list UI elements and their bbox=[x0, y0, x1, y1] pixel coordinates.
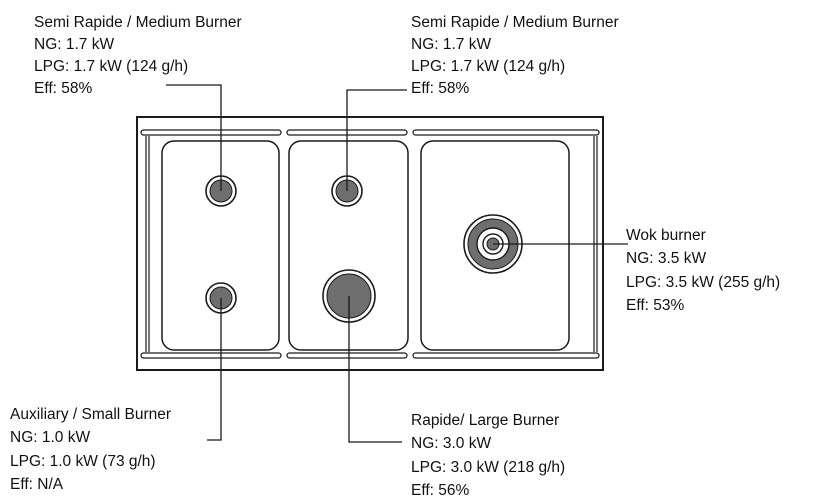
leader-auxiliary bbox=[207, 298, 222, 441]
wok-eff: Eff: 53% bbox=[626, 297, 685, 314]
auxiliary-eff: Eff: N/A bbox=[10, 476, 64, 493]
wok-title: Wok burner bbox=[626, 227, 706, 244]
leader-medium-left bbox=[166, 84, 222, 191]
medium-right-title: Semi Rapide / Medium Burner bbox=[411, 14, 619, 31]
medium-left-eff: Eff: 58% bbox=[34, 80, 93, 97]
top-rail bbox=[140, 129, 600, 136]
medium-right-ng: NG: 1.7 kW bbox=[411, 36, 491, 53]
rapid-lpg: LPG: 3.0 kW (218 g/h) bbox=[411, 459, 565, 476]
medium-right-lpg: LPG: 1.7 kW (124 g/h) bbox=[411, 58, 565, 75]
leader-rapid bbox=[348, 296, 402, 443]
medium-left-title: Semi Rapide / Medium Burner bbox=[34, 14, 242, 31]
wok-lpg: LPG: 3.5 kW (255 g/h) bbox=[626, 274, 780, 291]
wok-ng: NG: 3.5 kW bbox=[626, 250, 706, 267]
label-auxiliary: Auxiliary / Small Burner NG: 1.0 kW LPG:… bbox=[10, 406, 171, 493]
medium-left-lpg: LPG: 1.7 kW (124 g/h) bbox=[34, 58, 188, 75]
rapid-eff: Eff: 56% bbox=[411, 482, 470, 499]
medium-left-ng: NG: 1.7 kW bbox=[34, 36, 114, 53]
bottom-rail bbox=[140, 352, 600, 359]
auxiliary-ng: NG: 1.0 kW bbox=[10, 429, 90, 446]
rapid-ng: NG: 3.0 kW bbox=[411, 435, 491, 452]
label-wok: Wok burner NG: 3.5 kW LPG: 3.5 kW (255 g… bbox=[626, 227, 780, 314]
auxiliary-lpg: LPG: 1.0 kW (73 g/h) bbox=[10, 453, 156, 470]
label-rapid: Rapide/ Large Burner NG: 3.0 kW LPG: 3.0… bbox=[411, 412, 565, 499]
medium-right-eff: Eff: 58% bbox=[411, 80, 470, 97]
leader-lines bbox=[166, 84, 628, 443]
label-medium-right: Semi Rapide / Medium Burner NG: 1.7 kW L… bbox=[411, 14, 619, 97]
leader-medium-right bbox=[346, 89, 407, 191]
panel-right bbox=[420, 140, 570, 351]
label-medium-left: Semi Rapide / Medium Burner NG: 1.7 kW L… bbox=[34, 14, 242, 97]
auxiliary-title: Auxiliary / Small Burner bbox=[10, 406, 171, 423]
rapid-title: Rapide/ Large Burner bbox=[411, 412, 559, 429]
